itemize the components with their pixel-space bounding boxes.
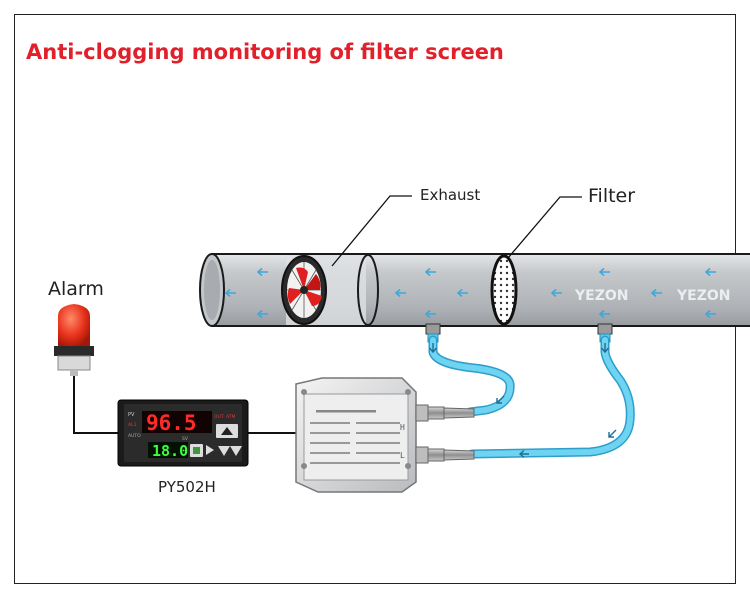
- flow-arrow-icon: [704, 267, 716, 277]
- alarm-label: Alarm: [48, 278, 104, 300]
- flow-arrow-icon: [394, 288, 406, 298]
- callout-leaders: [331, 195, 582, 267]
- flow-arrow-icon: [550, 288, 562, 298]
- tube-flow-arrows: [428, 343, 617, 459]
- diagram-title: Anti-clogging monitoring of filter scree…: [26, 40, 504, 64]
- fitting-low: [415, 446, 475, 464]
- pressure-tubes: [428, 335, 635, 459]
- atm-tag: ATM: [226, 414, 235, 420]
- out-tag: OUT: [214, 414, 224, 420]
- pipe-watermark: YEZON: [676, 288, 730, 304]
- pipe-watermarks: YEZON YEZON: [574, 288, 730, 304]
- flow-arrows: [224, 267, 716, 319]
- fitting-high: [415, 404, 475, 422]
- controller-py502h: PV AL1 AUTO 96.5 OUT ATM SV 18.0: [117, 399, 249, 467]
- sv-tag: SV: [182, 436, 189, 442]
- pipe-watermark: YEZON: [574, 288, 628, 304]
- flow-arrow-icon: [598, 309, 610, 319]
- exhaust-label: Exhaust: [420, 186, 481, 204]
- alarm-lamp: [54, 304, 94, 376]
- port-high-label: H: [400, 423, 405, 432]
- pv-tag: PV: [128, 412, 135, 418]
- shift-arrow-icon: [206, 445, 214, 455]
- flow-arrow-icon: [256, 267, 268, 277]
- down-arrow-icon-2: [230, 446, 242, 456]
- flow-arrow-icon: [424, 267, 436, 277]
- exhaust-fan-icon: [281, 255, 327, 325]
- flow-arrow-icon: [650, 288, 662, 298]
- tube-flow-arrow-icon: [608, 429, 617, 438]
- flow-arrow-icon: [456, 288, 468, 298]
- auto-tag: AUTO: [128, 433, 141, 439]
- wiring: [73, 376, 298, 434]
- mode-key-icon: [193, 447, 200, 454]
- tube-flow-arrow-icon: [496, 395, 505, 404]
- filter-screen: [490, 254, 518, 326]
- flow-arrow-icon: [424, 309, 436, 319]
- pressure-transmitter: H L: [295, 377, 417, 493]
- nameplate-text-lines: [310, 410, 400, 464]
- pv-display: 96.5: [146, 411, 197, 435]
- filter-label: Filter: [588, 185, 636, 207]
- up-arrow-icon: [221, 427, 233, 435]
- al-tag: AL1: [128, 422, 137, 428]
- flow-arrow-icon: [598, 267, 610, 277]
- sv-display: 18.0: [152, 442, 188, 460]
- flow-arrow-icon: [224, 288, 236, 298]
- down-arrow-icon: [218, 446, 230, 456]
- tube-flow-arrow-icon: [600, 343, 610, 354]
- tube-flow-arrow-icon: [518, 449, 529, 459]
- controller-model-label: PY502H: [158, 478, 216, 496]
- port-low-label: L: [400, 451, 405, 460]
- flow-arrow-icon: [256, 309, 268, 319]
- tube-flow-arrow-icon: [428, 343, 438, 354]
- flow-arrow-icon: [704, 309, 716, 319]
